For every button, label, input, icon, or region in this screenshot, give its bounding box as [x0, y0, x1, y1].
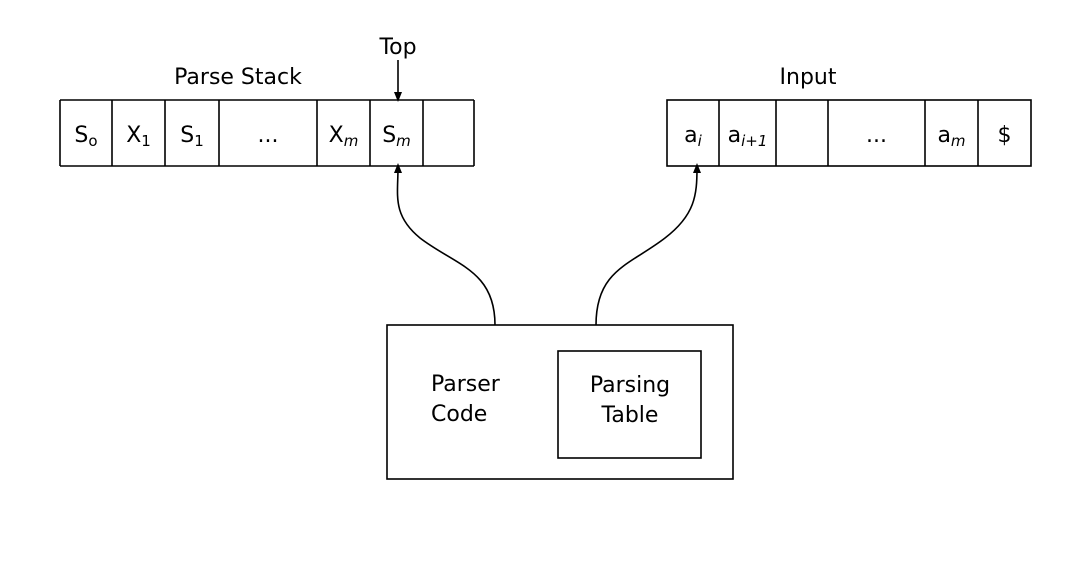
parsing-table-line1: Parsing	[590, 373, 670, 398]
input-cell-4-base: a	[937, 123, 950, 148]
input-cell-3-base: ...	[866, 123, 887, 148]
stack-cell-1: X1	[126, 123, 151, 150]
input-cell-1-subscript: i+1	[741, 132, 767, 150]
parsing-table-box	[557, 350, 702, 459]
stack-cell-2-subscript: 1	[194, 132, 204, 150]
stack-cell-3-base: ...	[258, 123, 279, 148]
input-cell-4-subscript: m	[951, 132, 966, 150]
stack-cell-3: ...	[258, 123, 279, 148]
stack-cell-1-base: X	[126, 123, 141, 148]
stack-cell-0-base: S	[74, 123, 88, 148]
stack-cell-4-base: X	[329, 123, 344, 148]
input-cell-1-base: a	[728, 123, 741, 148]
parse-stack-label: Parse Stack	[174, 65, 302, 90]
input-label: Input	[780, 65, 837, 90]
stack-cell-5-base: S	[382, 123, 396, 148]
stack-access-arrow	[393, 163, 496, 326]
stack-cell-5: Sm	[382, 123, 411, 150]
input-cell-4: am	[937, 123, 965, 150]
stack-cell-1-subscript: 1	[141, 132, 151, 150]
stack-cell-4: Xm	[329, 123, 359, 150]
stack-cell-5-subscript: m	[396, 132, 411, 150]
input-cell-5: $	[998, 123, 1012, 148]
input-tape-border	[666, 99, 1032, 167]
parser-code-line2: Code	[431, 402, 487, 427]
input-cell-3: ...	[866, 123, 887, 148]
input-cell-0: ai	[684, 123, 702, 150]
top-label: Top	[378, 35, 416, 60]
input-cell-5-base: $	[998, 123, 1012, 148]
stack-cell-0-subscript: o	[88, 132, 97, 150]
input-cell-0-base: a	[684, 123, 697, 148]
parser-box	[386, 324, 734, 480]
stack-cell-2-base: S	[180, 123, 194, 148]
stack-cell-4-subscript: m	[344, 132, 359, 150]
parser-code-line1: Parser	[431, 372, 501, 397]
stack-cell-0: So	[74, 123, 97, 150]
input-access-arrow	[595, 163, 701, 326]
input-cell-1: ai+1	[728, 123, 768, 150]
input-cell-0-subscript: i	[698, 132, 703, 150]
parsing-table-line2: Table	[601, 403, 659, 428]
stack-cell-2: S1	[180, 123, 204, 150]
